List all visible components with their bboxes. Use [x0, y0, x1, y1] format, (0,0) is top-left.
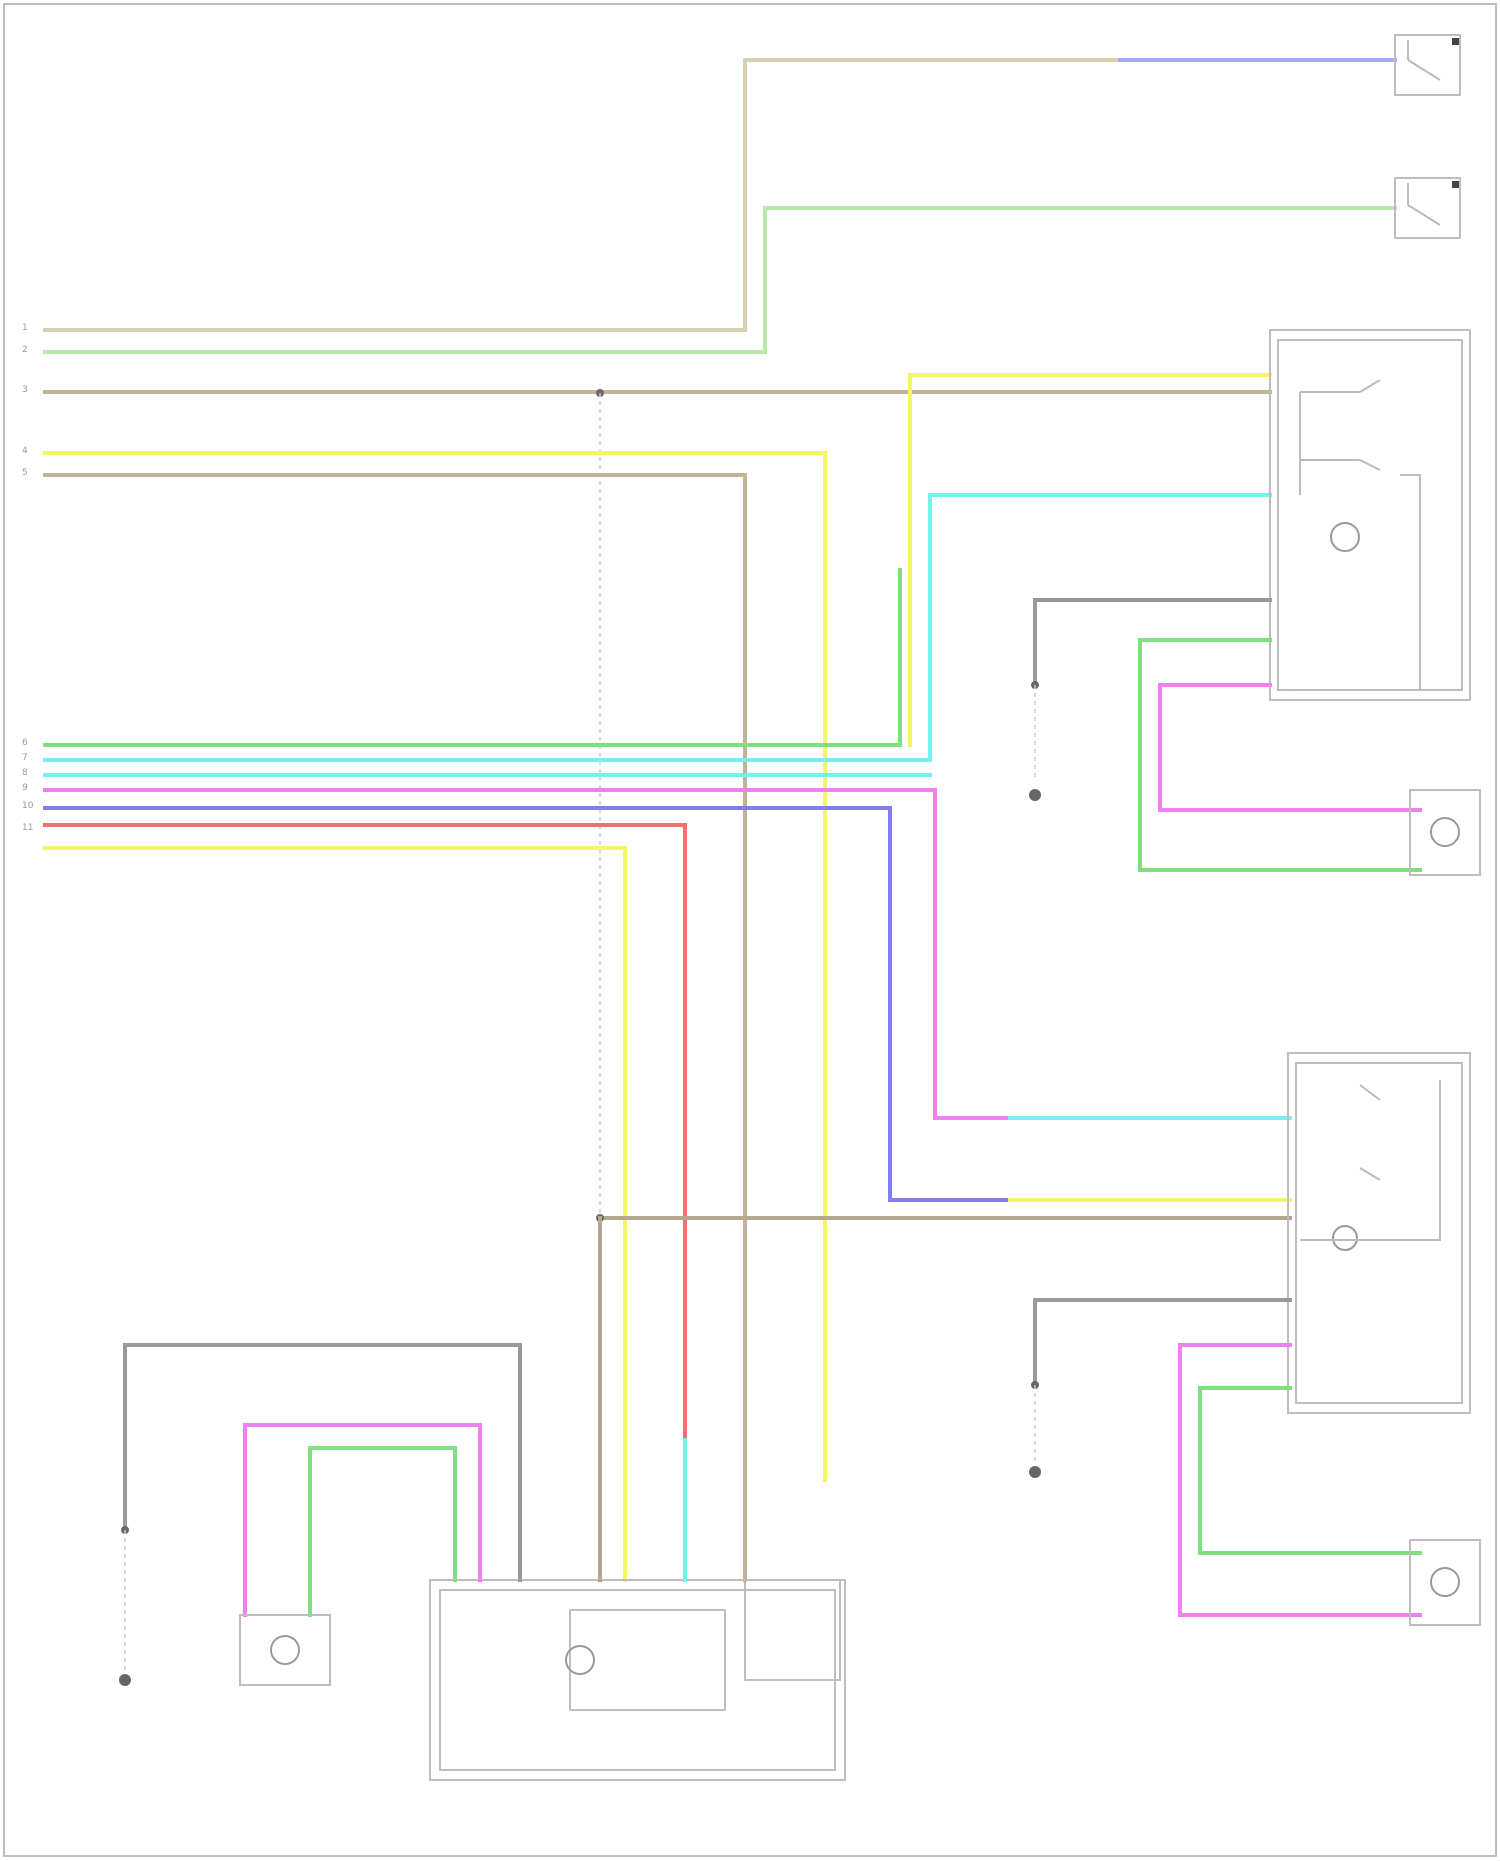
wire-green-motor-l — [1140, 640, 1420, 870]
ground-left — [1029, 789, 1041, 801]
diagram-border — [4, 4, 1496, 1856]
wire-grey-ground-r — [1035, 1300, 1290, 1385]
wire-cyan-lr — [45, 495, 1270, 760]
wire-grey-front — [125, 1345, 520, 1580]
pin-label: 11 — [22, 823, 33, 833]
pin-label: 8 — [22, 768, 28, 778]
left-rear-window-switch — [1270, 330, 1470, 700]
wire-yellow-b — [45, 848, 625, 1580]
wire-grey-ground-l — [1035, 600, 1270, 612]
wire-yellow-lr — [910, 375, 1270, 745]
pin-label: 2 — [22, 345, 28, 355]
pin-label: 9 — [22, 783, 28, 793]
wire-green-front — [310, 1448, 455, 1615]
wire-blue — [45, 808, 1010, 1200]
pin-label: 7 — [22, 753, 28, 763]
ground-right — [1029, 1466, 1041, 1478]
left-rear-window-motor — [1410, 790, 1480, 875]
pin-label: 10 — [22, 801, 34, 811]
wire-magenta-front — [245, 1425, 480, 1615]
left-rear-door-switch — [1395, 35, 1460, 95]
wire-magenta — [45, 790, 1010, 1118]
pin-label: 1 — [22, 323, 28, 333]
wire-green-lr — [45, 570, 900, 745]
pin-label: 3 — [22, 385, 28, 395]
pin-label: 6 — [22, 738, 28, 748]
pin-label: 4 — [22, 446, 28, 456]
left-connector-pins: 1 2 3 4 5 6 7 8 9 10 11 — [22, 323, 34, 833]
wire-tan-door-left — [45, 60, 1120, 330]
wire-magenta-motor-l — [1160, 685, 1420, 810]
front-window-master-switch — [430, 1580, 845, 1780]
pin-label: 5 — [22, 468, 28, 478]
wire-brown-2 — [45, 475, 745, 1580]
right-front-window-motor — [240, 1615, 330, 1685]
right-rear-door-switch — [1395, 178, 1460, 238]
ground-front — [119, 1674, 131, 1686]
wire-yellow — [45, 453, 825, 1480]
right-rear-window-switch — [1288, 1053, 1470, 1413]
wire-magenta-motor-r — [1180, 1345, 1420, 1615]
